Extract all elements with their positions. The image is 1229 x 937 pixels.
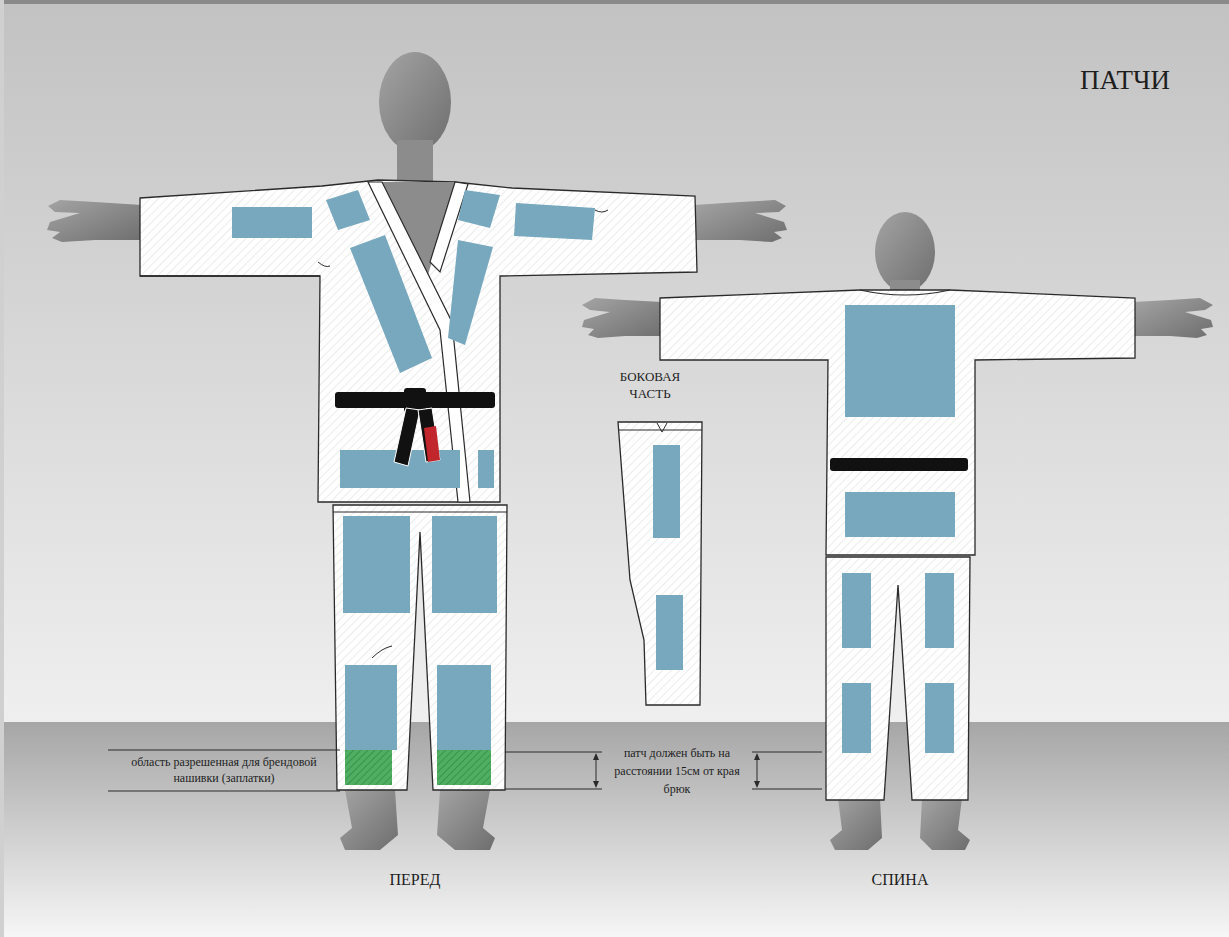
dimension-note: патч должен быть на расстоянии 15см от к… (604, 744, 750, 798)
view-label: ПЕРЕД (340, 870, 490, 890)
view-label: СПИНА (825, 870, 975, 890)
back-figure (582, 212, 1213, 850)
part-label: БОКОВАЯ ЧАСТЬ (600, 368, 700, 402)
front-figure (47, 52, 787, 850)
page-title: ПАТЧИ (1040, 64, 1210, 96)
zone-note: область разрешенная для брендовой нашивк… (108, 754, 340, 786)
side-pants (618, 422, 702, 705)
